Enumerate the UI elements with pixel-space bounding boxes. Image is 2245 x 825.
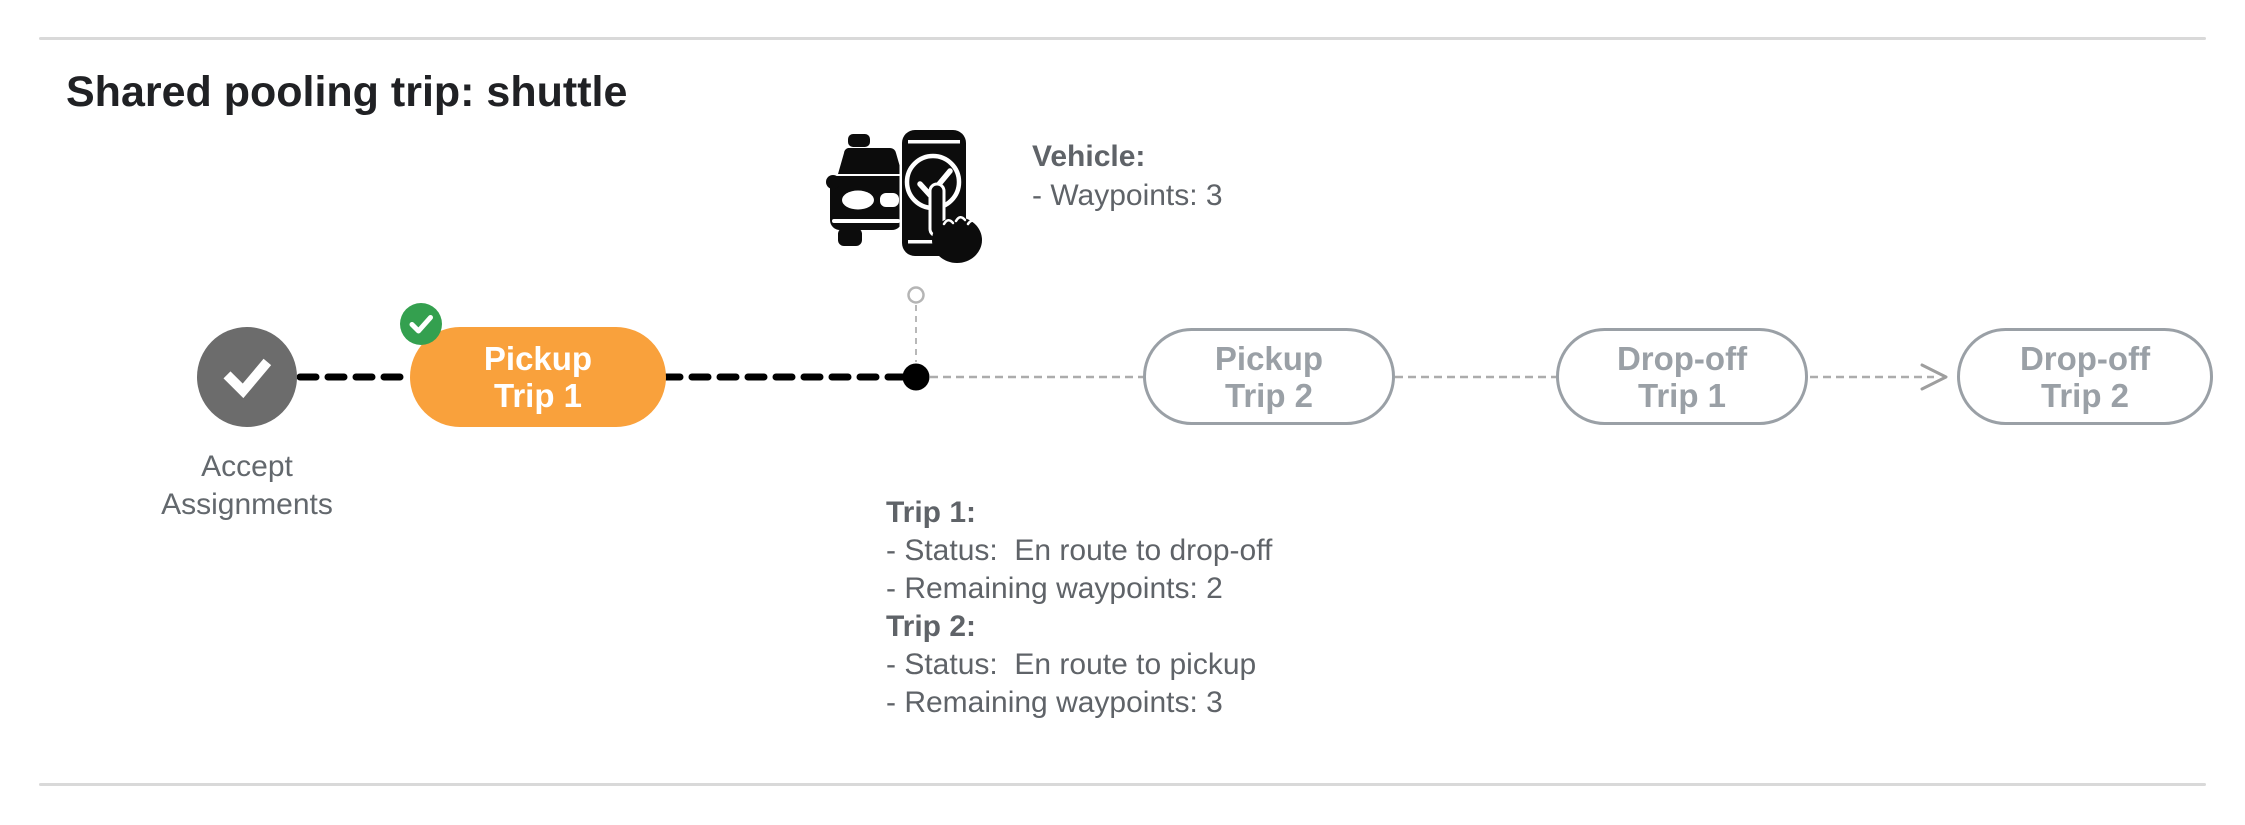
pill-label-line1: Drop-off (1616, 339, 1748, 377)
accept-label-line1: Accept (201, 450, 293, 483)
node-dropoff-trip-2: Drop-off Trip 2 (1957, 328, 2213, 425)
trip2-waypoints: - Remaining waypoints: 3 (886, 686, 1223, 719)
vehicle-annotation-waypoints: - Waypoints: 3 (1032, 179, 1223, 212)
node-pickup-trip-1: Pickup Trip 1 (410, 327, 666, 427)
pill-label-line2: Trip 2 (2040, 376, 2130, 414)
vehicle-annotation: Vehicle: - Waypoints: 3 (1032, 137, 1223, 215)
trip1-status: - Status: En route to drop-off (886, 534, 1273, 567)
trip-status-annotation: Trip 1: - Status: En route to drop-off -… (886, 494, 1272, 722)
check-badge-icon (400, 303, 442, 345)
node-dropoff-trip-1: Drop-off Trip 1 (1556, 328, 1808, 425)
pill-label-line1: Pickup (483, 340, 593, 377)
trip2-status: - Status: En route to pickup (886, 648, 1257, 681)
node-pickup-trip-2: Pickup Trip 2 (1143, 328, 1395, 425)
accept-assignments-label: Accept Assignments (97, 448, 397, 524)
bottom-divider (39, 783, 2206, 786)
pill-label-line1: Pickup (1214, 339, 1324, 377)
trip1-waypoints: - Remaining waypoints: 2 (886, 572, 1223, 605)
arrowhead-right-icon (1920, 363, 1948, 391)
vehicle-anchor-circle (907, 286, 925, 304)
page-title: Shared pooling trip: shuttle (66, 68, 628, 116)
node-accept-assignments (197, 327, 297, 427)
top-divider (39, 37, 2206, 40)
trip1-heading: Trip 1: (886, 496, 977, 529)
pill-label-line2: Trip 1 (493, 377, 583, 414)
trip2-heading: Trip 2: (886, 610, 977, 643)
accept-label-line2: Assignments (161, 488, 333, 521)
pill-label-line2: Trip 2 (1224, 376, 1314, 414)
pill-label-line1: Drop-off (2019, 339, 2151, 377)
pill-label-line2: Trip 1 (1637, 376, 1727, 414)
check-icon (223, 358, 272, 399)
vehicle-annotation-heading: Vehicle: (1032, 140, 1146, 173)
current-position-dot (902, 363, 930, 391)
vehicle-phone-check-icon (826, 127, 982, 263)
